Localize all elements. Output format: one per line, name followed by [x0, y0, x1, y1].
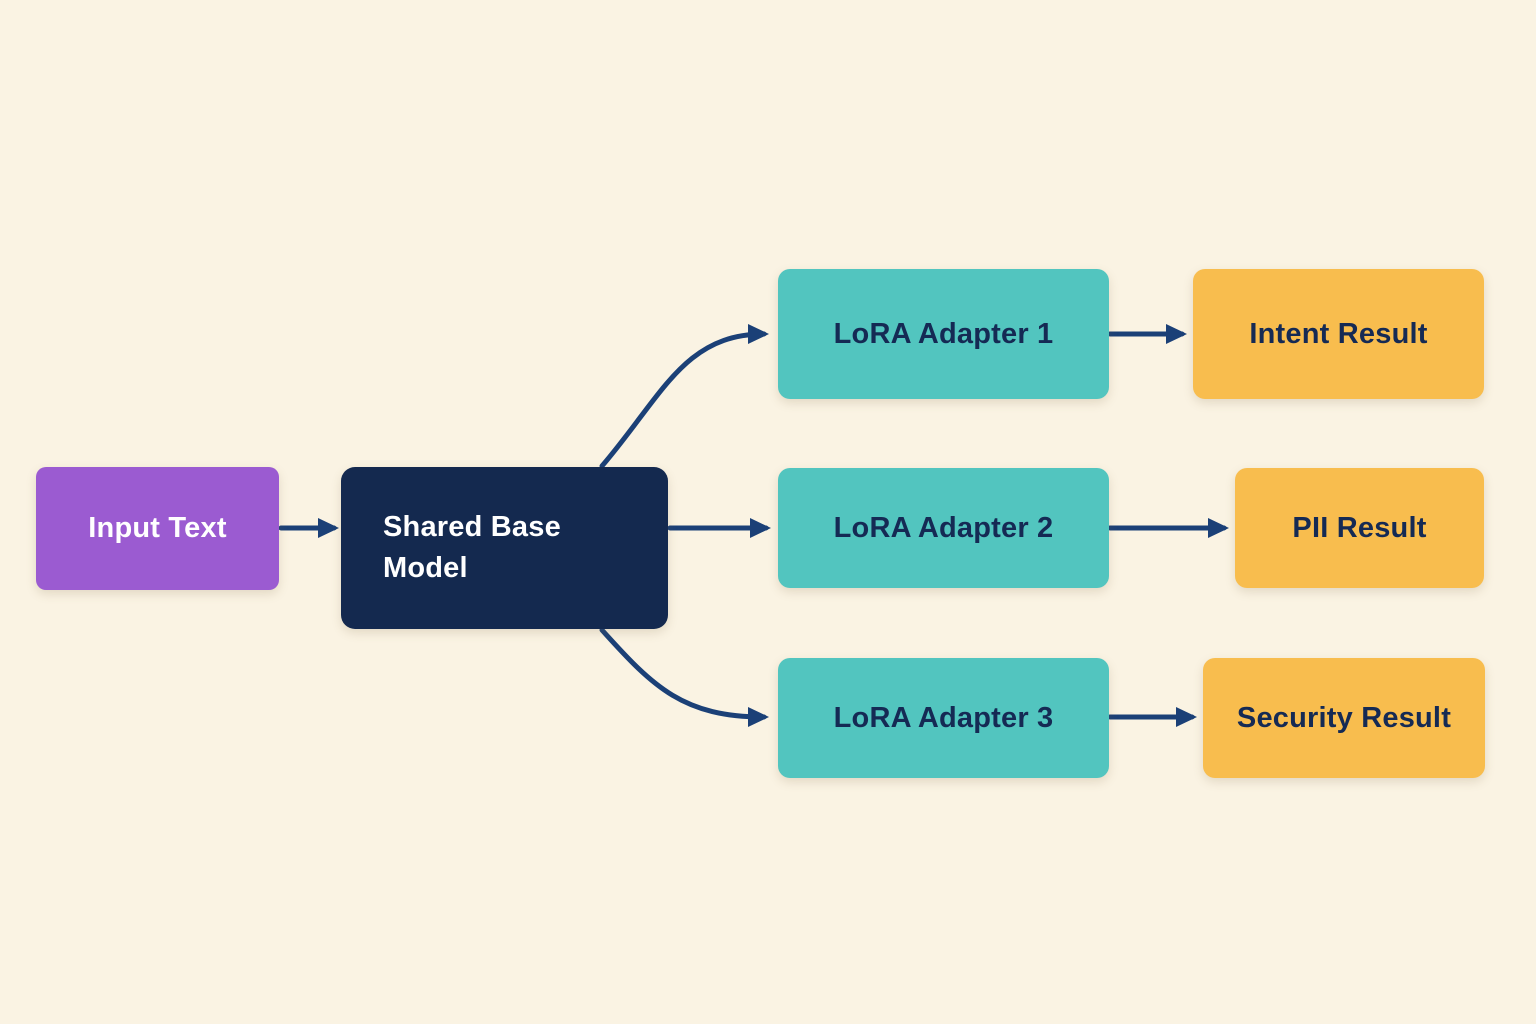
node-security-result: Security Result [1203, 658, 1485, 778]
node-lora-adapter-1-label: LoRA Adapter 1 [833, 317, 1054, 350]
node-shared-base-model-label: Shared Base Model [383, 511, 561, 584]
node-input-text-label: Input Text [88, 512, 227, 544]
node-lora-adapter-3-label: LoRA Adapter 3 [833, 701, 1054, 734]
node-intent-result: Intent Result [1193, 269, 1484, 399]
node-shared-base-model: Shared Base Model [341, 467, 668, 629]
node-pii-result-label: PII Result [1292, 511, 1427, 544]
edge-base-to-adapter1 [599, 324, 769, 469]
node-lora-adapter-2: LoRA Adapter 2 [778, 468, 1109, 588]
node-pii-result: PII Result [1235, 468, 1484, 588]
node-lora-adapter-3: LoRA Adapter 3 [778, 658, 1109, 778]
node-security-result-label: Security Result [1236, 701, 1452, 734]
node-intent-result-label: Intent Result [1249, 317, 1428, 350]
edge-base-to-adapter3 [599, 627, 769, 727]
node-input-text: Input Text [36, 467, 279, 590]
node-lora-adapter-2-label: LoRA Adapter 2 [833, 511, 1054, 544]
node-lora-adapter-1: LoRA Adapter 1 [778, 269, 1109, 399]
